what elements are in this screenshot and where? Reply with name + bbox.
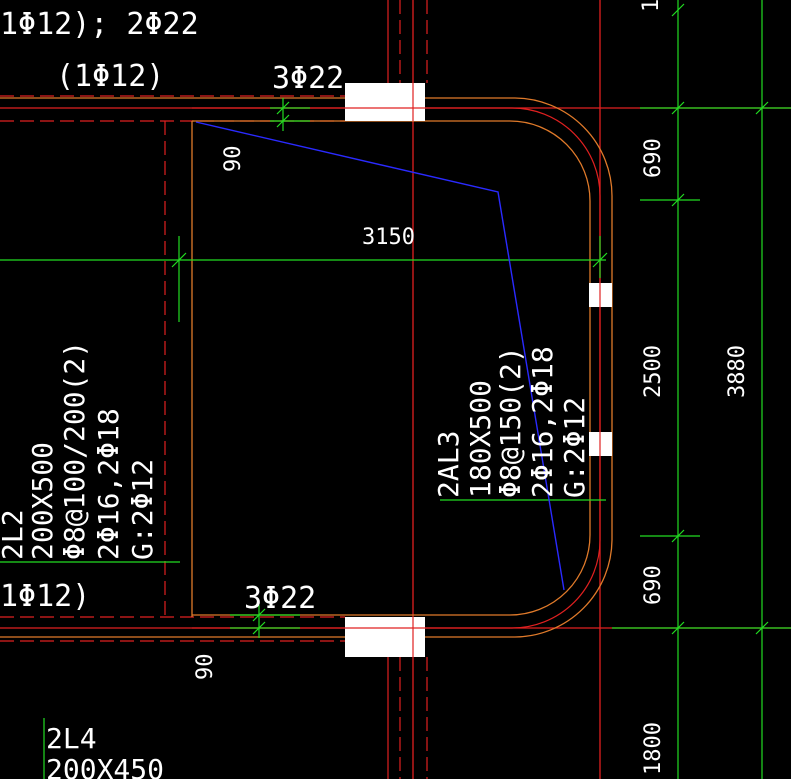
- axis-over-columns: [345, 83, 601, 657]
- column-top: [345, 83, 425, 121]
- beam-2L2-line: 2L2: [0, 509, 29, 560]
- beam-2AL3-line: G:2Φ12: [558, 397, 591, 498]
- beam-2L2-line: 200X500: [26, 442, 59, 560]
- dim-1800-label: 1800: [641, 722, 666, 775]
- dim-tick: [252, 608, 266, 622]
- beam-2L2-line: G:2Φ12: [126, 459, 159, 560]
- dim-tick: [755, 621, 769, 635]
- dim-tick: [755, 101, 769, 115]
- dim-tick: [671, 193, 685, 207]
- dim-2500-label: 2500: [641, 345, 666, 398]
- beam-2L2-annotation: 2L2 200X500 Φ8@100/200(2) 2Φ16,2Φ18 G:2Φ…: [0, 341, 159, 560]
- dim-690-top-label: 690: [641, 138, 666, 178]
- dim-18-label: 18: [639, 0, 664, 12]
- dim-3150-label: 3150: [362, 225, 415, 250]
- dim-tick: [671, 529, 685, 543]
- beam-2AL3-line: 2AL3: [432, 431, 465, 498]
- beam-2AL3-line: Φ8@150(2): [494, 346, 527, 498]
- dim-90-bottom-label: 90: [193, 654, 218, 681]
- beam-2AL3-annotation: 2AL3 180X500 Φ8@150(2) 2Φ16,2Φ18 G:2Φ12: [432, 346, 591, 498]
- beam-loop-red: [192, 107, 601, 629]
- beam-2AL3-line: 180X500: [464, 380, 497, 498]
- dim-tick: [671, 3, 685, 17]
- columns: [345, 83, 612, 657]
- beam-2AL3-line: 2Φ16,2Φ18: [526, 346, 559, 498]
- column-bottom: [345, 617, 425, 657]
- blue-polyline: [195, 121, 565, 591]
- dim-tick: [671, 621, 685, 635]
- dim-tick: [252, 621, 266, 635]
- bottom-left-note: 1Φ12): [0, 579, 90, 614]
- rebar-bottom-label: 3Φ22: [244, 581, 316, 616]
- dim-tick: [276, 101, 290, 115]
- beam-2L4-line: 200X450: [46, 753, 164, 779]
- dim-tick: [171, 252, 187, 268]
- dim-690-bottom-label: 690: [641, 565, 666, 605]
- top-left-note-1: 1Φ12); 2Φ22: [0, 7, 199, 42]
- top-left-note-2: (1Φ12): [56, 59, 164, 94]
- beam-outline: [0, 97, 613, 638]
- dim-tick: [671, 101, 685, 115]
- beam-loop-outer: [0, 97, 613, 638]
- beam-2L4-line: 2L4: [46, 722, 97, 755]
- beam-loop-inner: [192, 120, 591, 616]
- dim-tick: [276, 114, 290, 128]
- beam-2L2-line: 2Φ16,2Φ18: [92, 408, 125, 560]
- rebar-top-label: 3Φ22: [272, 61, 344, 96]
- dim-90-top-label: 90: [221, 146, 246, 173]
- dim-tick: [592, 252, 608, 268]
- dim-3880-label: 3880: [725, 345, 750, 398]
- beam-2L2-line: Φ8@100/200(2): [58, 341, 91, 560]
